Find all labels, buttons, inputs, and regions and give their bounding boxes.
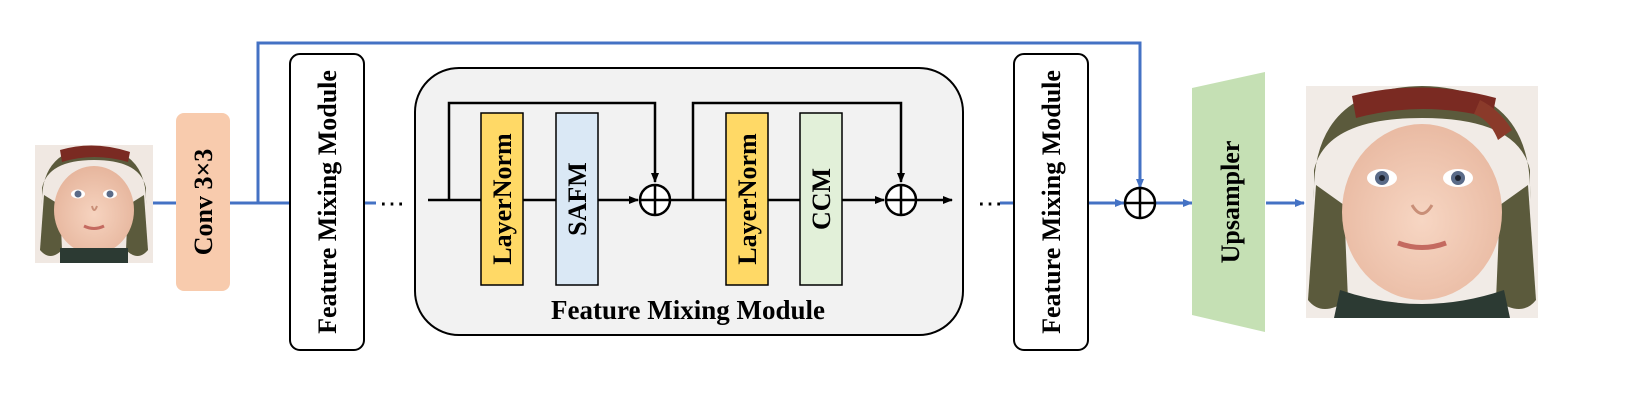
ccm-label: CCM <box>807 168 836 230</box>
face-icon-output <box>1306 86 1538 318</box>
global-skip-connection <box>256 41 1144 203</box>
fmm-detail-title: Feature Mixing Module <box>551 295 825 325</box>
skip-connection-2 <box>691 101 905 200</box>
upsampler-label: Upsampler <box>1216 141 1245 264</box>
fmm-detail-panel: LayerNorm SAFM LayerNorm CCM Feature Mix… <box>414 67 964 336</box>
layernorm-2-label: LayerNorm <box>733 133 762 265</box>
safm-label: SAFM <box>563 162 592 236</box>
layernorm-1-label: LayerNorm <box>488 133 517 265</box>
add-icon <box>638 183 672 217</box>
ellipsis-right: ⋯ <box>977 189 1003 218</box>
add-icon <box>1123 186 1157 220</box>
conv-label: Conv 3×3 <box>189 149 218 256</box>
layernorm-block-1: LayerNorm <box>480 112 524 286</box>
safm-block: SAFM <box>555 112 599 286</box>
fmm-left-label: Feature Mixing Module <box>313 70 342 334</box>
skip-connection-1 <box>447 101 659 200</box>
fmm-block-left: Feature Mixing Module <box>289 53 365 351</box>
ellipsis-left: ⋯ <box>379 189 405 218</box>
add-icon <box>884 183 918 217</box>
conv-block: Conv 3×3 <box>176 113 230 291</box>
upsampler-block: Upsampler <box>1192 72 1265 332</box>
face-icon-input <box>35 145 153 263</box>
layernorm-block-2: LayerNorm <box>725 112 769 286</box>
fmm-right-label: Feature Mixing Module <box>1037 70 1066 334</box>
fmm-block-right: Feature Mixing Module <box>1013 53 1089 351</box>
ccm-block: CCM <box>799 112 843 286</box>
